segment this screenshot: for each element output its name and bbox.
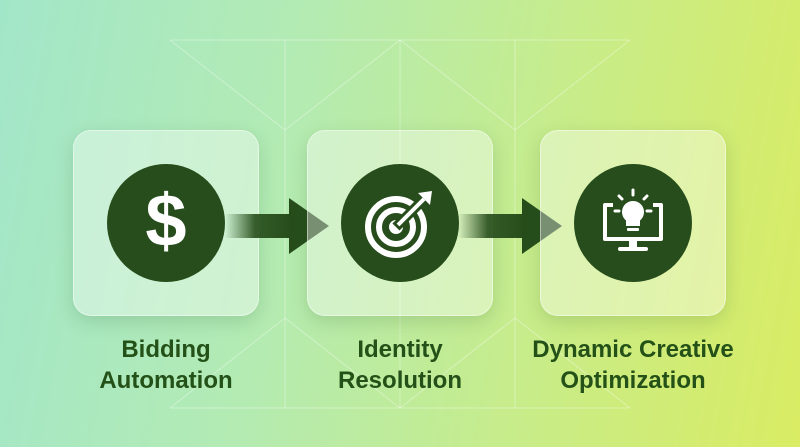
step-label-dynamic-creative-optimization: Dynamic Creative Optimization bbox=[513, 334, 753, 396]
icon-circle bbox=[574, 164, 692, 282]
step-label-line2: Optimization bbox=[560, 367, 706, 394]
step-label-identity-resolution: Identity Resolution bbox=[280, 334, 520, 396]
arrow-right-icon bbox=[225, 198, 329, 254]
step-card-bidding-automation: $ bbox=[73, 130, 259, 316]
step-label-line1: Dynamic Creative bbox=[532, 336, 734, 363]
step-label-line2: Resolution bbox=[338, 367, 462, 394]
step-card-identity-resolution bbox=[307, 130, 493, 316]
step-label-line1: Bidding bbox=[121, 336, 211, 363]
monitor-lightbulb-icon bbox=[603, 188, 663, 251]
step-card-dynamic-creative-optimization bbox=[540, 130, 726, 316]
dollar-sign-icon: $ bbox=[145, 179, 187, 262]
step-label-bidding-automation: Bidding Automation bbox=[46, 334, 286, 396]
arrow-right-icon bbox=[458, 198, 562, 254]
step-label-line2: Automation bbox=[99, 367, 233, 394]
icon-circle: $ bbox=[107, 164, 225, 282]
icon-circle bbox=[341, 164, 459, 282]
step-label-line1: Identity bbox=[357, 336, 443, 363]
target-arrow-icon bbox=[365, 191, 432, 258]
